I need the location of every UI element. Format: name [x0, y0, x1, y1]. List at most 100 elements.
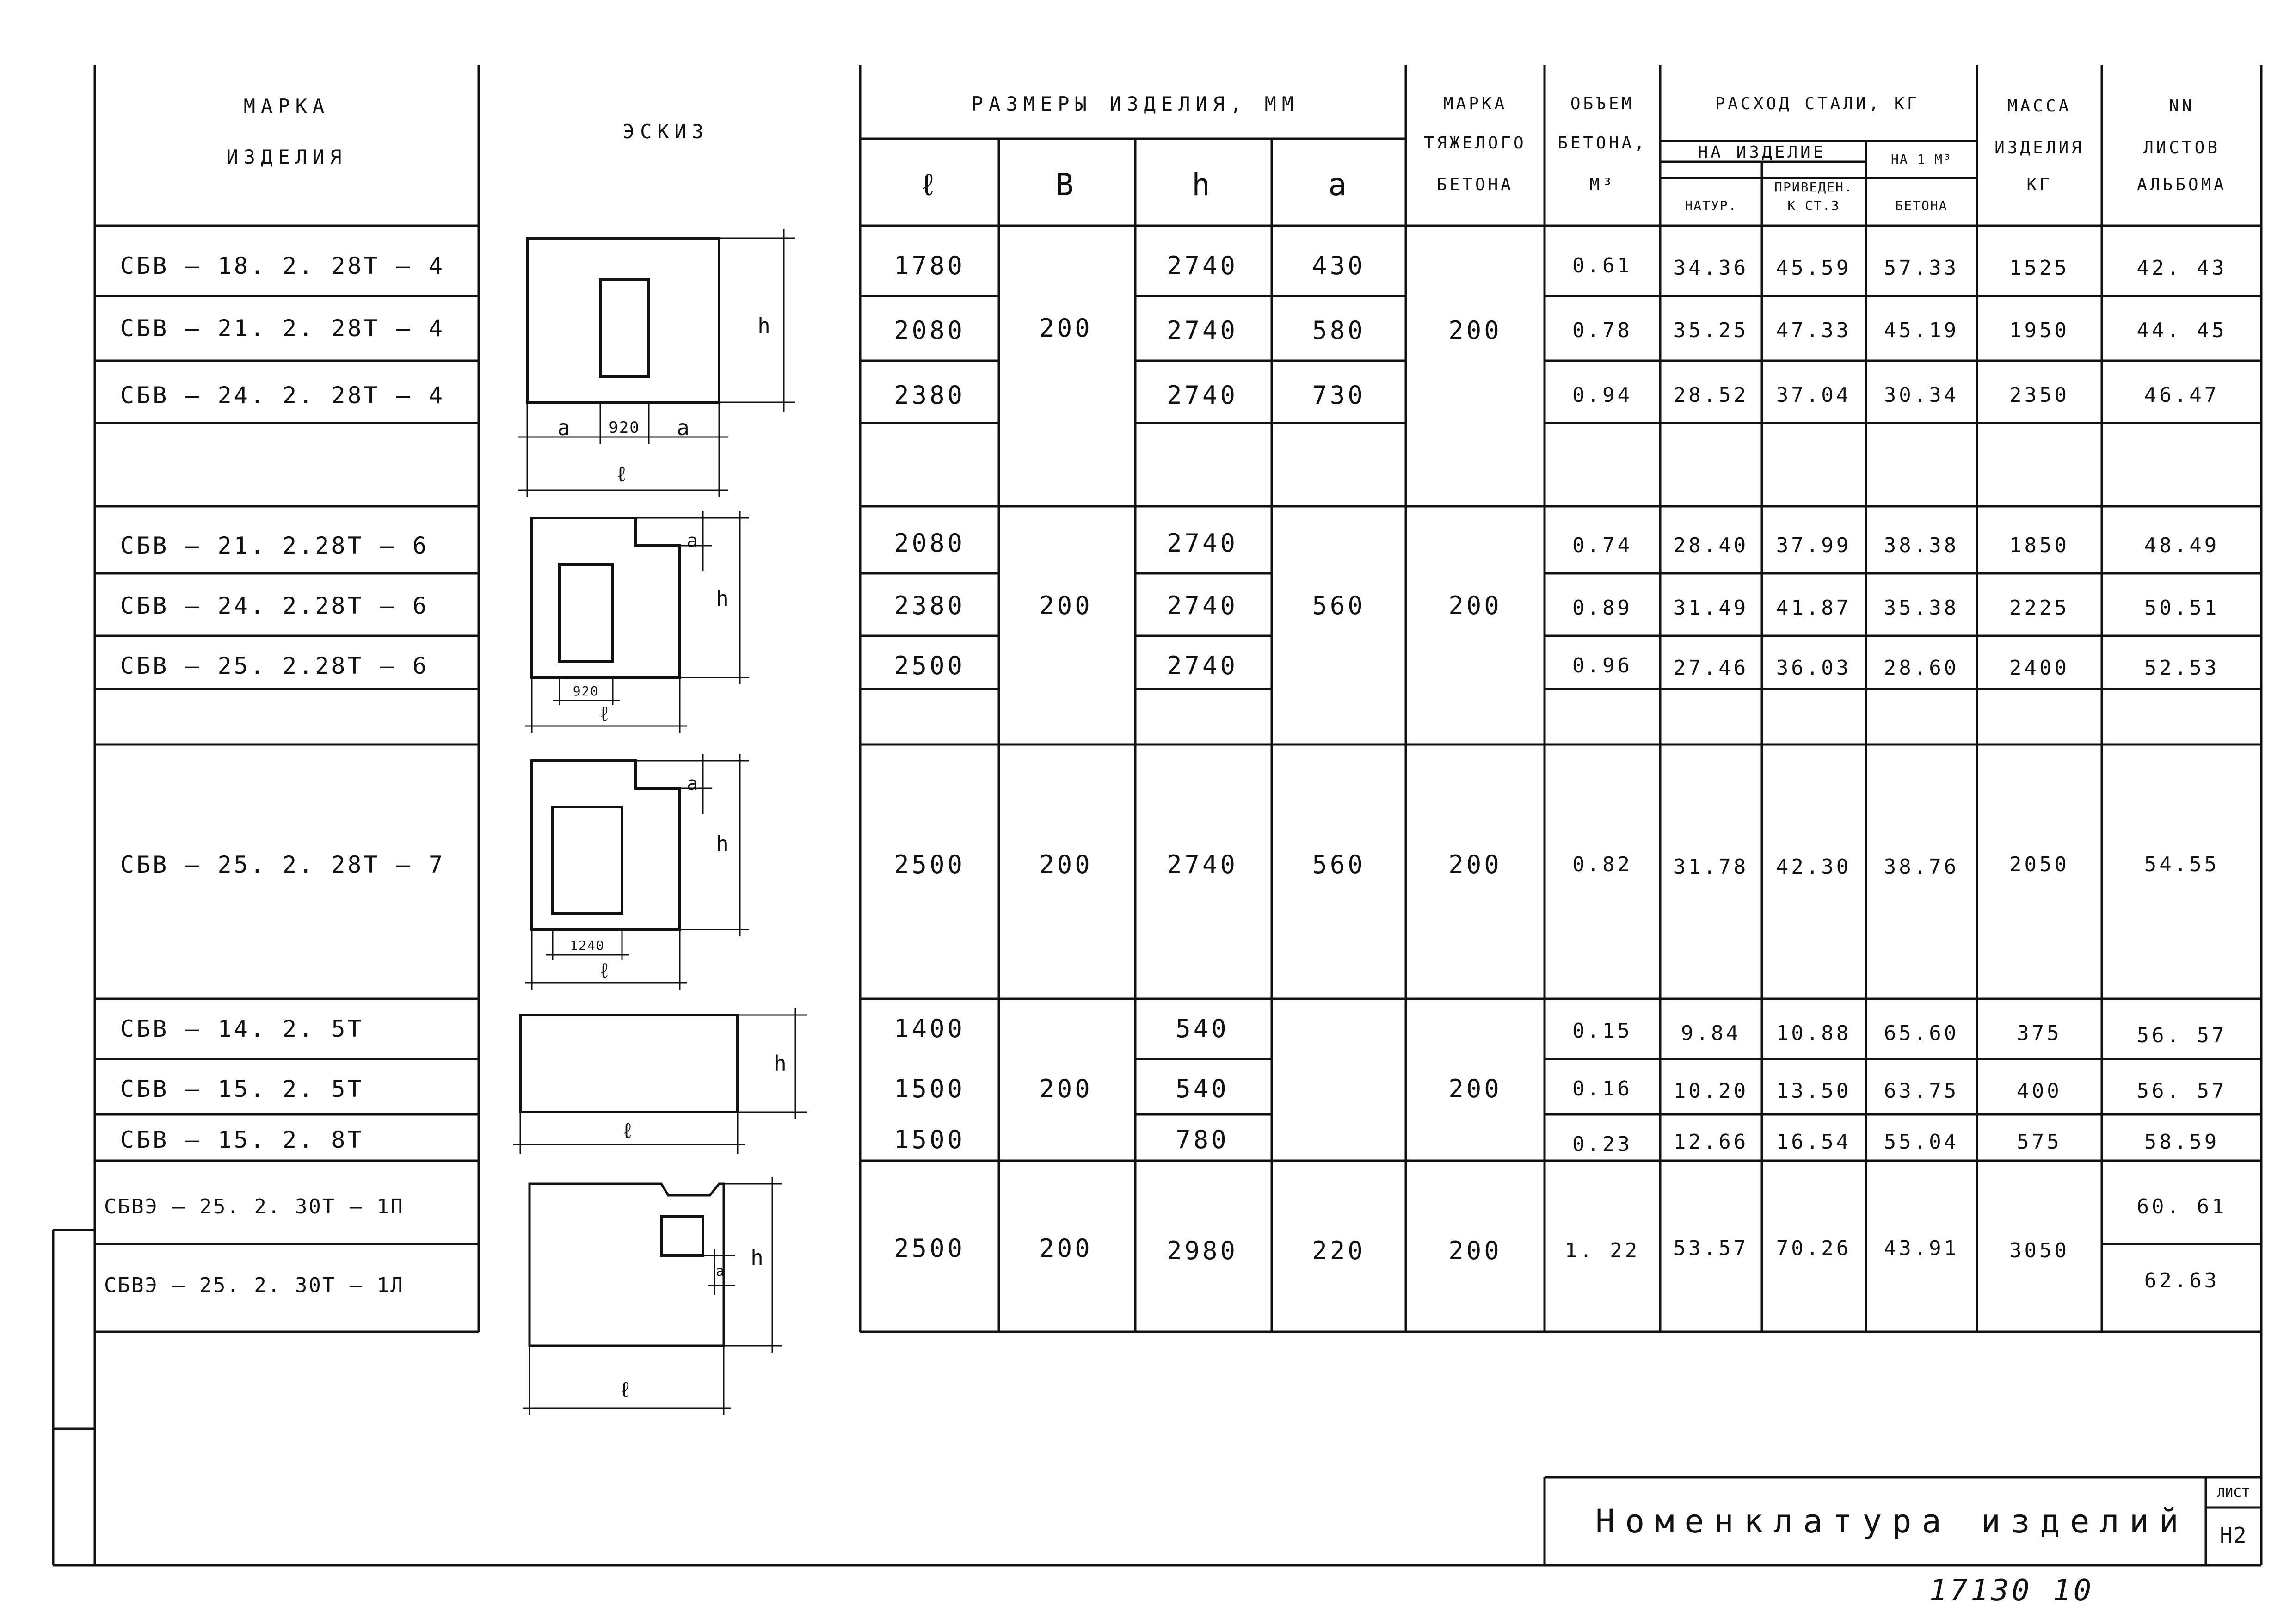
cell-sheets: 48.49	[2144, 534, 2220, 557]
cell-b: 200	[1039, 1074, 1093, 1103]
cell-h: 2740	[1166, 529, 1238, 558]
cell-h: 2980	[1166, 1236, 1238, 1265]
cell-vol: 0.94	[1572, 383, 1632, 407]
sketch-label-h: h	[751, 1245, 766, 1270]
cell-sheets: 56. 57	[2136, 1024, 2227, 1047]
cell-m3: 55.04	[1884, 1130, 1959, 1154]
cell-nat: 34.36	[1673, 256, 1749, 280]
cell-m3: 65.60	[1884, 1021, 1959, 1045]
cell-nat: 28.52	[1673, 383, 1749, 407]
header-per-item: НА ИЗДЕЛИЕ	[1698, 143, 1826, 162]
drawing-title: Номенклатура изделий	[1595, 1502, 2189, 1540]
row-mark: СБВ — 25. 2. 28Т — 7	[120, 851, 445, 878]
cell-m3: 63.75	[1884, 1079, 1959, 1103]
cell-grade: 200	[1448, 591, 1502, 620]
cell-vol: 0.74	[1572, 534, 1632, 557]
cell-mass: 1525	[2009, 256, 2069, 280]
cell-h: 2740	[1166, 850, 1238, 879]
cell-grade: 200	[1448, 1074, 1502, 1103]
row-mark: СБВ — 24. 2.28Т — 6	[120, 592, 429, 619]
header-sketch: ЭСКИЗ	[622, 120, 709, 143]
cell-sheets: 42. 43	[2136, 256, 2227, 280]
cell-l: 2080	[893, 529, 966, 558]
cell-mass: 1950	[2009, 319, 2069, 342]
header-dim-b: В	[1055, 167, 1077, 203]
sketch-label-h: h	[757, 314, 773, 338]
cell-l: 2380	[893, 591, 966, 620]
cell-sheets: 56. 57	[2136, 1079, 2227, 1103]
cell-vol: 0.96	[1572, 654, 1632, 677]
row-mark: СБВЭ — 25. 2. 30Т — 1Л	[104, 1273, 404, 1297]
sketch-label-a: a	[686, 773, 701, 794]
sketch-label-920: 920	[609, 418, 640, 437]
cell-b: 200	[1039, 591, 1093, 620]
cell-l: 1400	[893, 1014, 966, 1043]
cell-mass: 400	[2017, 1079, 2062, 1103]
cell-m3: 43.91	[1884, 1236, 1959, 1260]
cell-nat: 12.66	[1673, 1130, 1749, 1154]
header-mass-2: ИЗДЕЛИЯ	[1994, 138, 2084, 157]
cell-b: 200	[1039, 314, 1093, 343]
cell-a: 730	[1312, 381, 1366, 410]
header-reduced-2: К СТ.3	[1787, 198, 1840, 213]
cell-mass: 2350	[2009, 383, 2069, 407]
cell-grade: 200	[1448, 316, 1502, 345]
cell-nat: 53.57	[1673, 1236, 1749, 1260]
cell-red: 70.26	[1776, 1236, 1852, 1260]
header-grade-2: ТЯЖЕЛОГО	[1424, 134, 1527, 153]
header-reduced-1: ПРИВЕДЕН.	[1774, 179, 1853, 195]
cell-sheets: 58.59	[2144, 1130, 2220, 1154]
cell-a: 560	[1312, 850, 1366, 879]
header-grade-3: БЕТОНА	[1436, 175, 1514, 194]
header-mass-3: КГ	[2026, 175, 2052, 194]
sketch-label-l: ℓ	[615, 461, 631, 486]
header-volume-1: ОБЪЕМ	[1570, 94, 1635, 113]
document-stamp: 17130 10	[1929, 1574, 2094, 1608]
header-dim-h: h	[1192, 167, 1213, 203]
sketch-label-h: h	[774, 1051, 789, 1076]
cell-sheets: 60. 61	[2136, 1195, 2227, 1218]
cell-m3: 38.38	[1884, 534, 1959, 557]
cell-h: 540	[1176, 1074, 1229, 1103]
sheet-number: Н2	[2220, 1523, 2247, 1548]
cell-h: 2740	[1166, 316, 1238, 345]
cell-vol: 1. 22	[1564, 1239, 1640, 1262]
cell-red: 42.30	[1776, 855, 1852, 879]
cell-mass: 3050	[2009, 1239, 2069, 1262]
cell-grade: 200	[1448, 1236, 1502, 1265]
sketch-label-a: a	[686, 530, 701, 552]
cell-h: 2740	[1166, 651, 1238, 680]
cell-red: 37.99	[1776, 534, 1852, 557]
cell-vol: 0.61	[1572, 254, 1632, 277]
sketch-label-l: ℓ	[619, 1377, 634, 1402]
cell-nat: 31.78	[1673, 855, 1749, 879]
cell-l: 2500	[893, 651, 966, 680]
cell-mass: 2050	[2009, 853, 2069, 876]
cell-m3: 30.34	[1884, 383, 1959, 407]
sheet-label: ЛИСТ	[2217, 1485, 2250, 1500]
cell-grade: 200	[1448, 850, 1502, 879]
cell-red: 36.03	[1776, 656, 1852, 680]
cell-sheets: 46.47	[2144, 383, 2220, 407]
cell-vol: 0.23	[1572, 1132, 1632, 1156]
sketch-label-l: ℓ	[598, 959, 614, 983]
sketch-label-l: ℓ	[621, 1118, 637, 1143]
cell-nat: 31.49	[1673, 596, 1749, 620]
cell-m3: 57.33	[1884, 256, 1959, 280]
row-mark: СБВЭ — 25. 2. 30Т — 1П	[104, 1195, 404, 1218]
header-per-m3-1: НА 1 М³	[1890, 152, 1952, 167]
header-per-m3-2: БЕТОНА	[1895, 198, 1948, 213]
cell-vol: 0.15	[1572, 1019, 1632, 1043]
cell-l: 1500	[893, 1074, 966, 1103]
cell-red: 41.87	[1776, 596, 1852, 620]
header-grade-1: МАРКА	[1443, 94, 1508, 113]
row-mark: СБВ — 24. 2. 28Т — 4	[120, 382, 445, 409]
header-mark-2: ИЗДЕЛИЯ	[226, 146, 347, 168]
header-sheets-1: NN	[2169, 97, 2195, 116]
cell-vol: 0.78	[1572, 319, 1632, 342]
header-volume-2: БЕТОНА,	[1557, 134, 1647, 153]
sketch-label-a: a	[715, 1263, 727, 1280]
row-mark: СБВ — 15. 2. 8Т	[120, 1126, 364, 1153]
cell-mass: 2225	[2009, 596, 2069, 620]
cell-vol: 0.16	[1572, 1077, 1632, 1101]
